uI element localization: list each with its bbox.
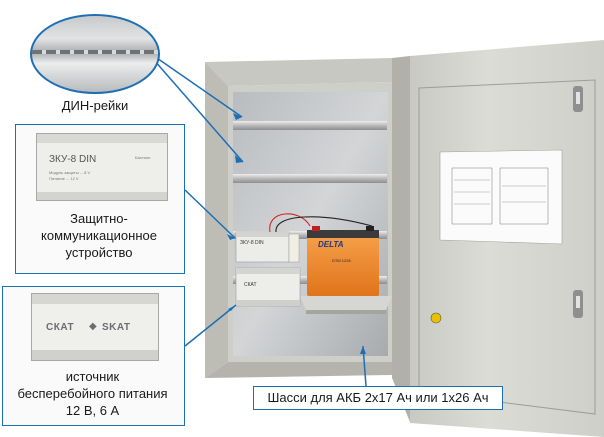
- zku-module-in-cabinet: [235, 231, 300, 263]
- callout-arrowheads: [227, 113, 366, 354]
- ups-cabinet-label: СКАТ: [244, 282, 257, 288]
- ups-brand-right: SKAT: [102, 322, 131, 333]
- zku-module-brand: Бастион: [135, 155, 151, 160]
- protection-device-label-line2: коммуникационное: [41, 228, 157, 243]
- chassis-caption: Шасси для АКБ 2х17 Ач или 1х26 Ач: [253, 386, 503, 410]
- ups-brand-left: СКАТ: [46, 322, 75, 333]
- wiring-diagram-sheet: [439, 149, 563, 245]
- ups-callout: СКАТ ◆ SKAT источник бесперебойного пита…: [2, 286, 185, 426]
- ups-label-line3: 12 В, 6 А: [65, 403, 120, 418]
- zku-module-spec: Питание ... 12 V: [49, 176, 79, 181]
- protection-device-label-line1: Защитно-: [70, 211, 128, 226]
- din-rail-zoom-circle: [30, 14, 160, 94]
- ground-terminal-icon: [430, 312, 442, 324]
- battery-chassis: [300, 296, 392, 314]
- ups-module-photo: СКАТ ◆ SKAT: [31, 293, 159, 361]
- din-rails-label: ДИН-рейки: [61, 98, 129, 113]
- zku-module-spec: Модуль защиты ... 8 V: [49, 170, 91, 175]
- zku-module-model: ЗКУ-8 DIN: [49, 154, 97, 165]
- ups-logo-icon: ◆: [89, 321, 98, 332]
- ups-label-line2: бесперебойного питания: [17, 386, 168, 401]
- battery: [307, 226, 379, 296]
- protection-device-label-line3: устройство: [65, 245, 133, 260]
- battery-brand: DELTA: [318, 240, 344, 249]
- ups-label-line1: источник: [65, 369, 120, 384]
- zku-module-photo: ЗКУ-8 DIN Бастион Модуль защиты ... 8 V …: [36, 133, 168, 201]
- door-lock-icon: [573, 290, 583, 318]
- door-lock-icon: [573, 86, 583, 112]
- ups-in-cabinet: [235, 267, 301, 307]
- battery-model: DTM 1226: [332, 258, 351, 263]
- zku-cabinet-label: ЗКУ-8 DIN: [240, 240, 264, 246]
- protection-device-callout: ЗКУ-8 DIN Бастион Модуль защиты ... 8 V …: [15, 124, 185, 274]
